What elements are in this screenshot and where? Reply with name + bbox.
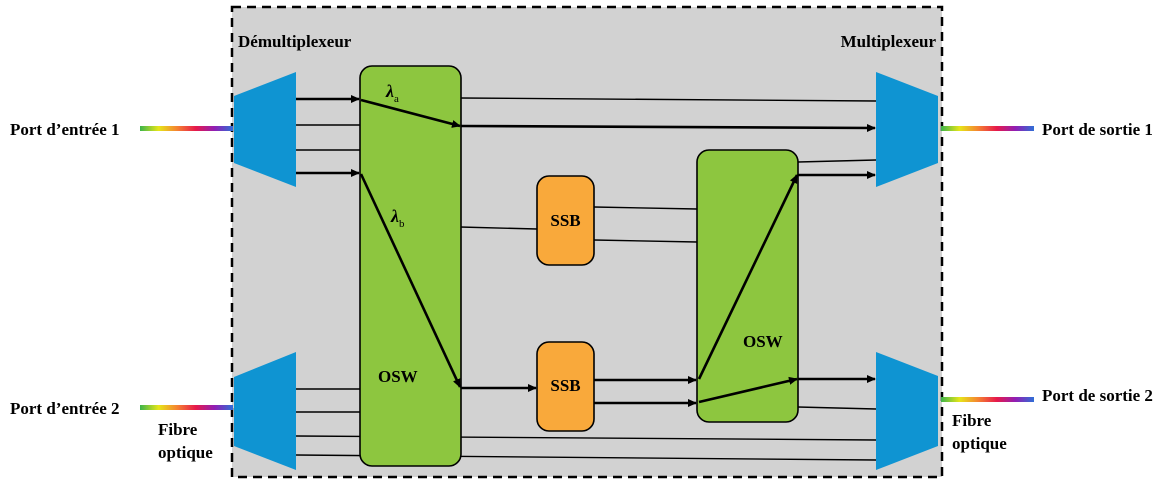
input-fiber-2 [140,405,233,410]
demux-top [234,72,296,187]
fiber-left-label-line1: Fibre [158,420,198,439]
lambda-b-label: λb [390,206,405,230]
lambda-a-label: λa [385,81,399,105]
demux-label: Démultiplexeur [238,32,352,51]
mux-label: Multiplexeur [841,32,937,51]
lightpath-arrows [296,95,876,407]
osw-left-label: OSW [378,367,418,386]
output-fiber-1 [941,126,1034,131]
fiber-right-label-line2: optique [952,434,1007,453]
osw-right-box [696,149,799,423]
output-fiber-2 [941,397,1034,402]
output-port-1-label: Port de sortie 1 [1042,120,1153,139]
ssb-top-label: SSB [550,211,580,230]
input-port-2-label: Port d’entrée 2 [10,399,120,418]
mux-top [876,72,938,187]
input-port-1-label: Port d’entrée 1 [10,120,120,139]
ssb-top-box [536,175,595,266]
fiber-right-label-line1: Fibre [952,411,992,430]
ssb-bottom-box [536,341,595,432]
mux-bottom [876,352,938,470]
osw-right-label: OSW [743,332,783,351]
input-fiber-1 [140,126,233,131]
ssb-bottom-label: SSB [550,376,580,395]
fiber-left-label-line2: optique [158,443,213,462]
output-port-2-label: Port de sortie 2 [1042,386,1153,405]
demux-bottom [234,352,296,470]
osw-left-box [359,65,462,467]
